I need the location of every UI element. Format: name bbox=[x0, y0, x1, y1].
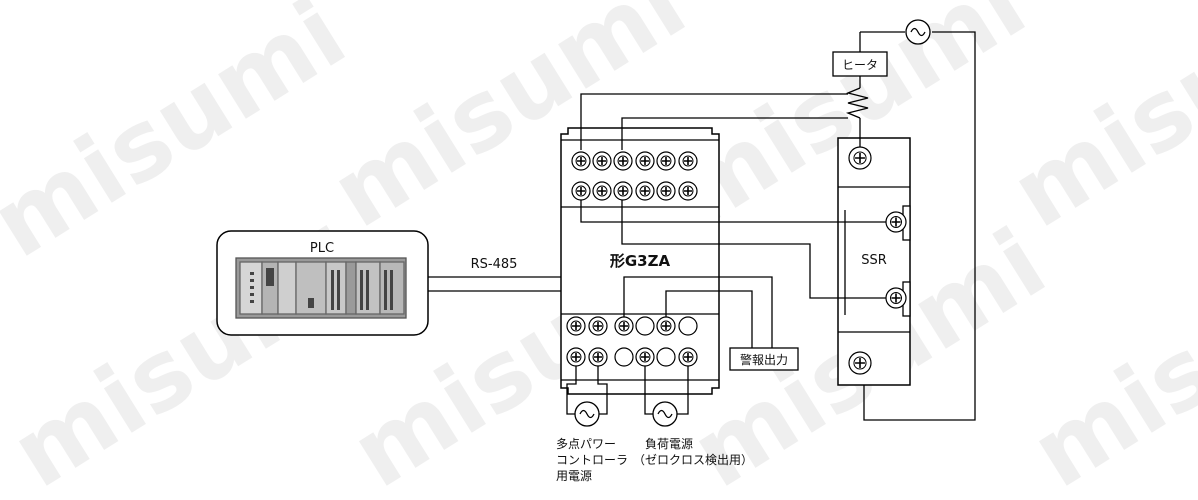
ac-source-icon bbox=[905, 19, 931, 45]
terminal-screw-head bbox=[660, 155, 672, 167]
terminal-screw-slot bbox=[597, 156, 607, 166]
terminal-screw-slot bbox=[683, 156, 693, 166]
heater-label: ヒータ bbox=[842, 58, 878, 72]
ac-source-icon bbox=[652, 401, 678, 427]
terminal-screw-slot bbox=[619, 321, 629, 331]
ssr-label: SSR bbox=[861, 253, 887, 268]
empty-terminal bbox=[656, 347, 676, 367]
plc-label: PLC bbox=[310, 241, 334, 256]
terminal-screw-slot bbox=[855, 358, 865, 368]
terminal-screw-slot bbox=[661, 321, 671, 331]
heater-circuit bbox=[832, 31, 976, 421]
terminal-screw-head bbox=[639, 155, 651, 167]
load-power-label-2: （ゼロクロス検出用） bbox=[633, 453, 753, 467]
terminal-screw-head bbox=[575, 155, 587, 167]
terminal-screw-slot bbox=[640, 352, 650, 362]
multipoint-power-label-3: 用電源 bbox=[556, 469, 592, 483]
plc-unit bbox=[216, 230, 429, 336]
terminal-screw-head bbox=[639, 185, 651, 197]
terminal-screw-head bbox=[660, 185, 672, 197]
terminal-screw-slot bbox=[571, 352, 581, 362]
empty-terminal bbox=[614, 347, 634, 367]
terminal-screw-slot bbox=[618, 186, 628, 196]
load-power-label-1: 負荷電源 bbox=[645, 437, 693, 451]
terminal-screw-slot bbox=[891, 293, 901, 303]
terminal-screw-head bbox=[682, 185, 694, 197]
terminal-screw-head bbox=[575, 185, 587, 197]
terminal-screw-head bbox=[853, 151, 867, 165]
terminal-screw-head bbox=[639, 351, 651, 363]
svg-text:misumi: misumi bbox=[1013, 207, 1198, 500]
terminal-screw-head bbox=[570, 351, 582, 363]
resistor-zigzag-icon bbox=[845, 87, 869, 119]
terminal-screw-slot bbox=[891, 217, 901, 227]
terminal-screw-slot bbox=[661, 186, 671, 196]
alarm-wires bbox=[623, 276, 773, 348]
terminal-screw-head bbox=[570, 320, 582, 332]
terminal-screw-slot bbox=[571, 321, 581, 331]
terminal-screw-slot bbox=[640, 186, 650, 196]
terminal-screw-slot bbox=[618, 156, 628, 166]
terminal-screw-head bbox=[682, 351, 694, 363]
multipoint-power-label-2: コントローラ bbox=[556, 453, 628, 467]
terminal-screw-slot bbox=[683, 186, 693, 196]
terminal-screw-head bbox=[618, 320, 630, 332]
rs485-label: RS-485 bbox=[471, 257, 518, 272]
terminal-screw-head bbox=[596, 185, 608, 197]
terminal-screw-head bbox=[682, 155, 694, 167]
ac-source-icon bbox=[574, 401, 600, 427]
terminal-screw-head bbox=[617, 155, 629, 167]
terminal-screw-head bbox=[592, 351, 604, 363]
terminal-screws bbox=[566, 146, 907, 375]
terminal-screw-head bbox=[596, 155, 608, 167]
terminal-screw-slot bbox=[593, 321, 603, 331]
terminal-screw-slot bbox=[855, 153, 865, 163]
alarm-output-label: 警報出力 bbox=[740, 352, 788, 367]
terminal-screw-slot bbox=[593, 352, 603, 362]
empty-terminal bbox=[635, 316, 655, 336]
alarm-output-box bbox=[729, 347, 799, 371]
terminal-screw-slot bbox=[597, 186, 607, 196]
multipoint-power-label-1: 多点パワー bbox=[556, 437, 616, 451]
ssr-unit bbox=[837, 137, 911, 386]
controller-label: 形G3ZA bbox=[610, 252, 671, 270]
terminal-screw-head bbox=[890, 216, 902, 228]
terminal-screw-head bbox=[617, 185, 629, 197]
ssr-control-wires bbox=[580, 198, 896, 299]
power-wires bbox=[566, 366, 689, 415]
terminal-screw-slot bbox=[576, 156, 586, 166]
terminal-screw-slot bbox=[576, 186, 586, 196]
terminal-screw-slot bbox=[661, 156, 671, 166]
empty-terminal bbox=[678, 316, 698, 336]
terminal-screw-slot bbox=[683, 352, 693, 362]
terminal-screw-head bbox=[890, 292, 902, 304]
heater-wires bbox=[580, 93, 848, 150]
terminal-screw-slot bbox=[640, 156, 650, 166]
terminal-screw-head bbox=[660, 320, 672, 332]
terminal-screw-head bbox=[853, 356, 867, 370]
terminal-screw-head bbox=[592, 320, 604, 332]
